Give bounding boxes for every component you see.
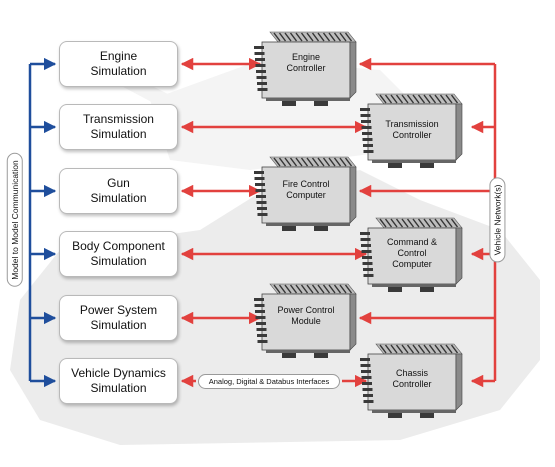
power-system-simulation-label: Power System Simulation bbox=[79, 303, 158, 332]
power-control-module-label: Power Control Module bbox=[277, 305, 335, 326]
ecu-box-icon bbox=[360, 217, 463, 292]
power-system-simulation-box: Power System Simulation bbox=[59, 295, 178, 341]
model-to-model-communication-label: Model to Model Communication bbox=[6, 153, 23, 287]
ecu-box-icon bbox=[254, 156, 357, 231]
vehicle-dynamics-simulation-label: Vehicle Dynamics Simulation bbox=[71, 366, 166, 395]
chassis-controller-label: Chassis Controller bbox=[392, 368, 432, 389]
command-control-computer: Command & Control Computer bbox=[358, 210, 468, 298]
engine-controller: Engine Controller bbox=[252, 24, 362, 112]
transmission-simulation-box: Transmission Simulation bbox=[59, 104, 178, 150]
ecu-box-icon bbox=[254, 31, 357, 106]
ecu-box-icon bbox=[360, 93, 463, 168]
body-component-simulation-box: Body Component Simulation bbox=[59, 231, 178, 277]
transmission-simulation-label: Transmission Simulation bbox=[83, 112, 154, 141]
engine-simulation-label: Engine Simulation bbox=[90, 49, 147, 78]
fire-control-computer: Fire Control Computer bbox=[252, 149, 362, 237]
body-component-simulation-label: Body Component Simulation bbox=[72, 239, 165, 268]
command-control-computer-label: Command & Control Computer bbox=[386, 237, 438, 269]
gun-simulation-label: Gun Simulation bbox=[90, 176, 147, 205]
gun-simulation-box: Gun Simulation bbox=[59, 168, 178, 214]
transmission-controller: Transmission Controller bbox=[358, 86, 468, 174]
engine-controller-label: Engine Controller bbox=[286, 52, 326, 73]
transmission-controller-label: Transmission Controller bbox=[385, 119, 439, 140]
interfaces-label: Analog, Digital & Databus Interfaces bbox=[198, 374, 340, 389]
power-control-module: Power Control Module bbox=[252, 276, 362, 364]
ecu-box-icon bbox=[360, 343, 463, 418]
fire-control-computer-label: Fire Control Computer bbox=[282, 179, 330, 200]
ecu-box-icon bbox=[254, 283, 357, 358]
chassis-controller: Chassis Controller bbox=[358, 336, 468, 424]
vehicle-networks-label: Vehicle Network(s) bbox=[489, 177, 506, 263]
vehicle-dynamics-simulation-box: Vehicle Dynamics Simulation bbox=[59, 358, 178, 404]
engine-simulation-box: Engine Simulation bbox=[59, 41, 178, 87]
